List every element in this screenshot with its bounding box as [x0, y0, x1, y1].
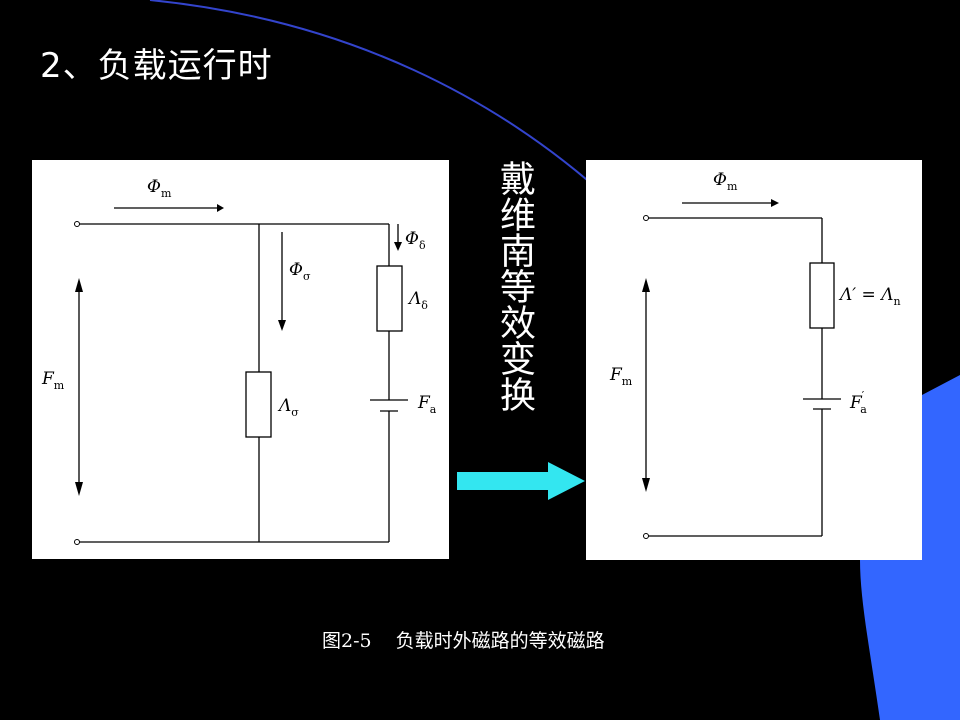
- svg-text:Fm: Fm: [609, 365, 633, 388]
- svg-text:Fm: Fm: [41, 369, 65, 392]
- figure-number: 图2-5: [322, 630, 372, 652]
- figure-caption: 图2-5 负载时外磁路的等效磁路: [322, 626, 629, 653]
- svg-text:Φm: Φm: [147, 177, 172, 200]
- perm-delta-resistor: [376, 265, 403, 332]
- slide-title: 2、负载运行时: [40, 46, 273, 86]
- svg-text:Λσ: Λσ: [277, 396, 299, 419]
- background-arc: [149, 0, 611, 201]
- transform-label: 戴维南等效变换: [494, 160, 535, 412]
- bottom-terminal: [643, 533, 649, 539]
- transform-arrow: [457, 462, 585, 500]
- svg-text:Λδ: Λδ: [407, 289, 428, 312]
- top-terminal: [74, 221, 80, 227]
- blue-corner-shape: [860, 375, 960, 720]
- svg-text:Φδ: Φδ: [405, 229, 426, 252]
- svg-text:Φσ: Φσ: [289, 260, 311, 283]
- right-circuit-diagram: Φm Fm Λ′ = Λn F′a: [609, 170, 901, 539]
- svg-text:F′a: F′a: [849, 389, 867, 416]
- arrow-icon: [457, 462, 585, 500]
- svg-text:Fa: Fa: [417, 393, 437, 416]
- top-terminal: [643, 215, 649, 221]
- right-circuit-panel: Φm Fm Λ′ = Λn F′a: [586, 160, 922, 560]
- left-circuit-diagram: Φm Φσ Φδ Fm Λσ Λδ Fa: [41, 177, 437, 545]
- perm-resistor: [809, 262, 835, 329]
- perm-sigma-resistor: [245, 371, 272, 438]
- svg-text:Φm: Φm: [713, 170, 738, 193]
- bottom-terminal: [74, 539, 80, 545]
- left-circuit-panel: Φm Φσ Φδ Fm Λσ Λδ Fa: [32, 160, 449, 559]
- svg-text:Λ′ = Λn: Λ′ = Λn: [838, 285, 901, 308]
- figure-caption-text: 负载时外磁路的等效磁路: [395, 630, 605, 652]
